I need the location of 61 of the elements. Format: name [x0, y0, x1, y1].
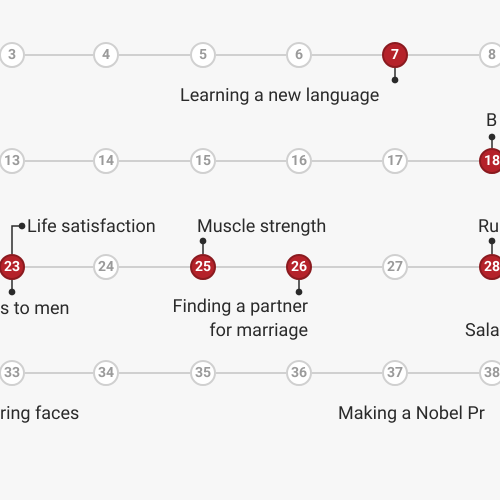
milestone-label: Sala [465, 319, 500, 342]
milestone-label: Muscle strength [197, 215, 326, 238]
milestone-label: Finding a partner for marriage [152, 295, 308, 343]
timeline-line [119, 160, 190, 162]
age-marker: 37 [382, 360, 408, 386]
timeline-line [312, 160, 382, 162]
timeline-line [312, 266, 382, 268]
age-marker: 23 [0, 254, 25, 280]
age-marker: 16 [286, 148, 312, 174]
age-marker: 18 [479, 148, 500, 174]
timeline-line [312, 372, 382, 374]
milestone-label: Making a Nobel Pr [338, 402, 485, 425]
leader-line [392, 68, 398, 84]
age-marker: 8 [479, 42, 500, 68]
timeline-line [119, 372, 190, 374]
milestone-label: Life satisfaction [27, 215, 156, 238]
timeline-line [119, 54, 190, 56]
timeline-line [216, 266, 286, 268]
timeline-line [25, 160, 93, 162]
age-marker: 7 [382, 42, 408, 68]
timeline-line [216, 160, 286, 162]
leader-line [488, 238, 496, 254]
age-marker: 35 [190, 360, 216, 386]
leader-line [11, 222, 26, 254]
age-marker: 28 [479, 254, 500, 280]
age-marker: 34 [93, 360, 119, 386]
leader-line [296, 280, 302, 296]
timeline-line [408, 266, 479, 268]
age-marker: 3 [0, 42, 25, 68]
milestone-label: B [486, 109, 498, 132]
leader-line [8, 280, 16, 296]
age-marker: 5 [190, 42, 216, 68]
milestone-label: Learning a new language [180, 84, 380, 107]
timeline-line [25, 372, 93, 374]
timeline-line [25, 54, 93, 56]
milestone-label: s to men [0, 297, 70, 320]
timeline-line [408, 372, 479, 374]
age-marker: 24 [93, 254, 119, 280]
milestone-label: Ru [478, 215, 500, 238]
age-marker: 4 [93, 42, 119, 68]
timeline-line [312, 54, 382, 56]
timeline-line [216, 54, 286, 56]
timeline-line [119, 266, 190, 268]
timeline-line [408, 160, 479, 162]
age-marker: 36 [286, 360, 312, 386]
age-marker: 25 [190, 254, 216, 280]
age-marker: 17 [382, 148, 408, 174]
age-marker: 14 [93, 148, 119, 174]
age-marker: 33 [0, 360, 25, 386]
age-marker: 13 [0, 148, 25, 174]
leader-line [200, 238, 206, 254]
age-marker: 15 [190, 148, 216, 174]
timeline-line [408, 54, 479, 56]
timeline-line [216, 372, 286, 374]
age-marker: 6 [286, 42, 312, 68]
age-marker: 38 [479, 360, 500, 386]
milestone-label: ring faces [0, 402, 80, 425]
age-marker: 27 [382, 254, 408, 280]
leader-line [488, 134, 496, 148]
age-marker: 26 [286, 254, 312, 280]
timeline-line [25, 266, 93, 268]
